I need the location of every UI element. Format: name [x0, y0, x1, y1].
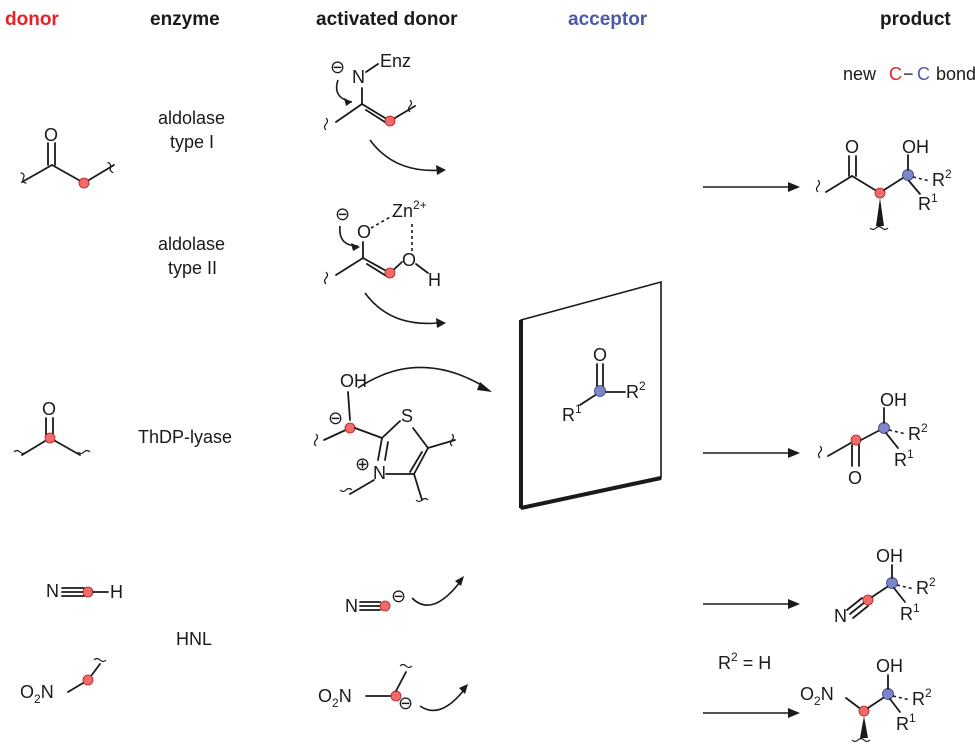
acceptor-r1: R1: [562, 402, 582, 425]
activated-thdp: OH ⊖ S N ⊕: [313, 366, 492, 503]
donor-hcn-nitrogen: N: [46, 581, 59, 601]
activated-enamine: ⊖ N Enz: [323, 51, 446, 175]
cyanide-red-atom: [379, 600, 391, 612]
product2-blue-atom: [878, 422, 890, 434]
cyanide-nitrogen: N: [345, 596, 358, 616]
product3-r1: R1: [900, 601, 920, 624]
enamine-minus: ⊖: [330, 57, 345, 77]
thdp-sulfur: S: [401, 406, 413, 426]
enzyme-aldolase-type1-line1: aldolase: [158, 108, 225, 128]
activated-zn-enolate: ⊖ O Zn2+ O H: [323, 198, 446, 328]
legend-c-red: C: [889, 64, 902, 84]
product1-blue-atom: [902, 169, 914, 181]
activated-cyanide: N ⊖: [345, 576, 464, 616]
legend-bond: bond: [936, 64, 975, 84]
product-aldol: O OH R2 R1: [815, 137, 952, 231]
product1-oh: OH: [902, 137, 929, 157]
enzyme-aldolase-type1-line2: type I: [170, 132, 214, 152]
product4-oh: OH: [876, 656, 903, 676]
thdp-red-atom: [344, 422, 356, 434]
product2-red-atom: [850, 434, 862, 446]
activated-nitronate: O2N ⊖: [318, 663, 468, 713]
product2-r2: R2: [908, 421, 928, 444]
enamine-red-atom: [384, 115, 396, 127]
donor-hcn: N H: [46, 581, 123, 602]
acceptor-blue-atom: [594, 385, 606, 397]
nitronate-o2n: O2N: [318, 686, 352, 710]
enzyme-thdp-lyase: ThDP-lyase: [138, 427, 232, 447]
enzyme-hnl: HNL: [176, 629, 212, 649]
enzyme-aldolase-type2-line2: type II: [168, 258, 217, 278]
enolate-red-atom: [384, 267, 396, 279]
header-product: product: [880, 9, 951, 30]
header-donor: donor: [5, 9, 59, 30]
enamine-enz: Enz: [380, 51, 411, 71]
donor-nitro-o: O2N: [20, 682, 54, 706]
product4-r1: R1: [896, 711, 916, 734]
donor-thdp-red-atom: [44, 432, 56, 444]
product1-oxygen: O: [845, 137, 859, 157]
product-nitroaldol: O2N OH R2 R1: [800, 656, 932, 743]
legend-new: new: [843, 64, 877, 84]
enolate-oxygen2: O: [402, 250, 416, 270]
thdp-minus: ⊖: [328, 408, 343, 428]
product2-oxygen: O: [848, 468, 862, 488]
product2-oh: OH: [880, 390, 907, 410]
legend-c-blue: C: [917, 64, 930, 84]
product3-r2: R2: [916, 575, 936, 598]
acceptor-plane: O R1 R2: [519, 280, 662, 510]
donor-nitroalkane: O2N: [20, 657, 107, 706]
product4-blue-atom: [882, 688, 894, 700]
enzyme-aldolase-type2-line1: aldolase: [158, 234, 225, 254]
enolate-oxygen1: O: [357, 222, 371, 242]
enolate-hydrogen: H: [428, 270, 441, 290]
cyanide-minus: ⊖: [391, 586, 406, 606]
thdp-plus: ⊕: [355, 454, 370, 474]
product4-o2n: O2N: [800, 684, 834, 708]
header-enzyme: enzyme: [150, 9, 220, 30]
product4-r2: R2: [912, 686, 932, 709]
donor-aldehyde-thdp: O: [13, 399, 91, 456]
product3-nitrogen: N: [834, 606, 847, 626]
enolate-minus: ⊖: [335, 204, 350, 224]
product-arrows: [703, 182, 800, 718]
donor-ketone: O: [20, 125, 115, 189]
product3-red-atom: [862, 594, 874, 606]
header-acceptor: acceptor: [568, 9, 648, 30]
donor-nitro-red-atom: [82, 674, 94, 686]
product2-r1: R1: [894, 447, 914, 470]
donor-ketone-red-atom: [78, 177, 90, 189]
nitronate-minus: ⊖: [398, 693, 413, 713]
donor-ketone-oxygen: O: [44, 125, 58, 145]
legend-dash: −: [903, 64, 914, 84]
enamine-nitrogen: N: [352, 67, 365, 87]
acceptor-r2: R2: [626, 379, 646, 402]
donor-hcn-hydrogen: H: [110, 582, 123, 602]
product3-oh: OH: [876, 546, 903, 566]
thdp-oh: OH: [340, 371, 367, 391]
acceptor-oxygen: O: [593, 345, 607, 365]
product-acyloin: O OH R2 R1: [817, 390, 928, 488]
donor-hcn-red-atom: [82, 586, 94, 598]
product1-r1: R1: [918, 191, 938, 214]
product1-r2: R2: [932, 167, 952, 190]
legend-new-cc-bond: new C − C bond: [843, 64, 975, 84]
header-activated-donor: activated donor: [316, 9, 458, 30]
thdp-nitrogen: N: [373, 463, 386, 483]
product-cyanohydrin: N OH R2 R1: [834, 546, 936, 626]
donor-thdp-oxygen: O: [42, 399, 56, 419]
product3-blue-atom: [886, 577, 898, 589]
condition-r2-h: R2 = H: [718, 650, 771, 673]
enolate-zinc: Zn2+: [392, 198, 427, 221]
